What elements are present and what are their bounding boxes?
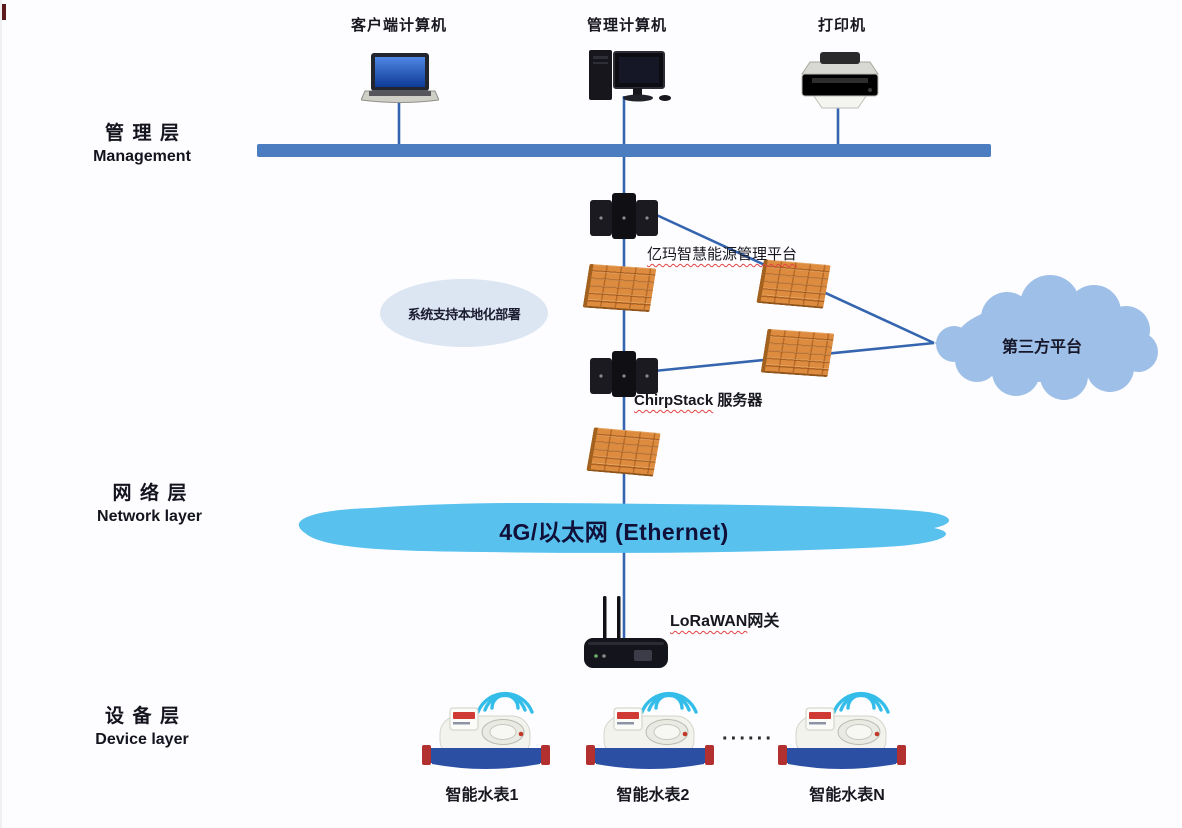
- device-layer-label-zh: 设备层: [104, 706, 188, 727]
- lorawan-name: LoRaWAN: [670, 613, 748, 630]
- network-layer-label-en: Network layer: [97, 508, 202, 525]
- third-party-platform-label: 第三方平台: [1001, 339, 1083, 356]
- desktop-computer-icon: [589, 50, 671, 102]
- scan-artifact-mark: [2, 4, 6, 20]
- ethernet-band-shape: [298, 502, 950, 553]
- wifi-waves-icon: [476, 691, 534, 714]
- management-layer-label: 管理层 Management: [77, 118, 207, 166]
- chirpstack-suffix: 服务器: [713, 392, 763, 409]
- chirpstack-name: ChirpStack: [634, 392, 714, 409]
- network-layer-label: 网络层 Network layer: [77, 478, 222, 526]
- firewall-icon-1: [582, 263, 657, 313]
- lorawan-suffix: 网关: [747, 613, 780, 630]
- printer-icon: [801, 52, 879, 109]
- laptop-icon: [361, 53, 439, 103]
- wifi-waves-icon: [832, 691, 890, 714]
- smart-meter-icon-n: [778, 691, 906, 769]
- printer-label: 打印机: [817, 17, 867, 34]
- management-layer-label-en: Management: [93, 148, 191, 165]
- local-deployment-note-text: 系统支持本地化部署: [407, 306, 521, 322]
- lorawan-gateway-label: LoRaWAN网关: [670, 607, 779, 631]
- management-computer-label: 管理计算机: [586, 17, 668, 34]
- firewall-icon-3: [760, 328, 835, 378]
- energy-platform-label: 亿玛智慧能源管理平台: [647, 246, 798, 263]
- energy-platform-server-icon: [590, 193, 658, 239]
- third-party-cloud-shape: [934, 275, 1158, 400]
- firewall-icon-2: [756, 259, 831, 309]
- chirpstack-server-label: ChirpStack 服务器: [634, 389, 762, 410]
- smart-meter-icon-1: [422, 691, 550, 769]
- meter-ellipsis: ······: [722, 728, 774, 750]
- lorawan-gateway-icon: [584, 596, 668, 668]
- local-deployment-note-bubble: 系统支持本地化部署: [380, 279, 548, 347]
- firewall-icon-4: [586, 427, 661, 477]
- ethernet-band-label: 4G/以太网 (Ethernet): [499, 519, 729, 545]
- chirpstack-server-icon: [590, 351, 658, 397]
- management-bus-bar: [257, 144, 991, 157]
- smart-meter-label-1: 智能水表1: [445, 787, 519, 804]
- smart-meter-icon-2: [586, 691, 714, 769]
- smart-meter-label-2: 智能水表2: [616, 787, 690, 804]
- wifi-waves-icon: [640, 691, 698, 714]
- network-layer-label-zh: 网络层: [112, 483, 196, 504]
- management-layer-label-zh: 管理层: [104, 123, 188, 144]
- device-layer-label: 设备层 Device layer: [77, 701, 207, 749]
- device-layer-label-en: Device layer: [95, 731, 189, 748]
- client-computer-label: 客户端计算机: [350, 17, 448, 34]
- smart-meter-label-n: 智能水表N: [809, 787, 885, 804]
